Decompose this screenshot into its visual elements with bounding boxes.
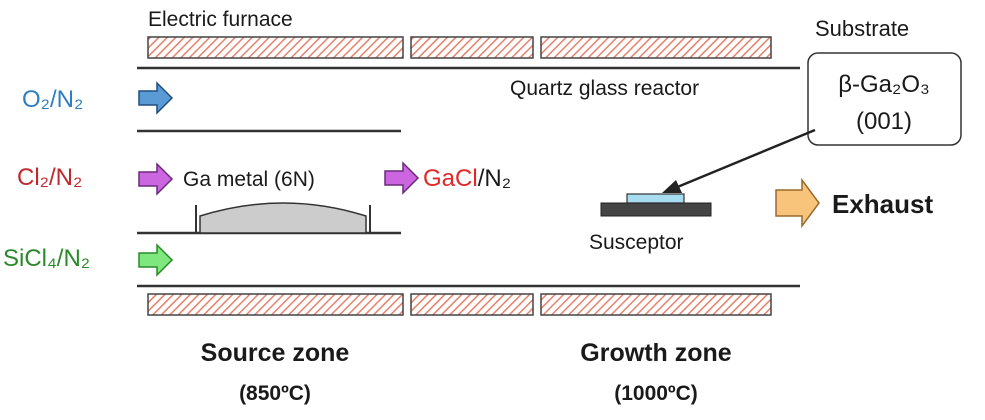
heater-block: [410, 36, 534, 59]
gacl-species: GaCl: [423, 165, 478, 192]
cl2-flow-arrow: [138, 162, 174, 196]
susceptor-label: Susceptor: [589, 231, 684, 254]
ga-metal-label: Ga metal (6N): [183, 168, 315, 191]
source-zone-label: Source zone: [201, 339, 350, 367]
substrate-callout-box: [807, 52, 962, 146]
gacl-carrier: /N₂: [478, 165, 511, 192]
source-zone-temp: (850ºC): [239, 382, 311, 405]
susceptor: [600, 202, 712, 217]
heater-block: [540, 36, 772, 59]
substrate-title: Substrate: [815, 16, 909, 41]
bottom-heaters: [147, 293, 772, 316]
heater-block: [410, 293, 534, 316]
gas-cl2-label: Cl₂/N₂: [17, 164, 82, 191]
top-heaters: [147, 36, 772, 59]
o2-flow-arrow: [138, 81, 174, 115]
heater-block: [540, 293, 772, 316]
growth-zone-temp: (1000ºC): [614, 382, 698, 405]
substrate-material: β-Ga₂O₃: [838, 71, 930, 98]
substrate-orientation: (001): [856, 108, 912, 135]
gas-o2-label: O₂/N₂: [22, 86, 83, 113]
substrate: [626, 193, 685, 204]
gas-sicl4-label: SiCl₄/N₂: [3, 245, 90, 272]
reactor-label: Quartz glass reactor: [510, 77, 699, 100]
sicl4-flow-arrow: [138, 243, 174, 277]
heater-block: [147, 36, 404, 59]
growth-zone-label: Growth zone: [580, 339, 731, 367]
heater-block: [147, 293, 404, 316]
furnace-label: Electric furnace: [148, 8, 293, 31]
gacl-label: GaCl/N₂: [423, 165, 511, 192]
exhaust-arrow: [775, 177, 820, 229]
callout-arrow: [662, 128, 816, 193]
exhaust-label: Exhaust: [832, 189, 933, 219]
ga-metal-boat: [195, 202, 371, 234]
gacl-flow-arrow: [384, 161, 420, 195]
